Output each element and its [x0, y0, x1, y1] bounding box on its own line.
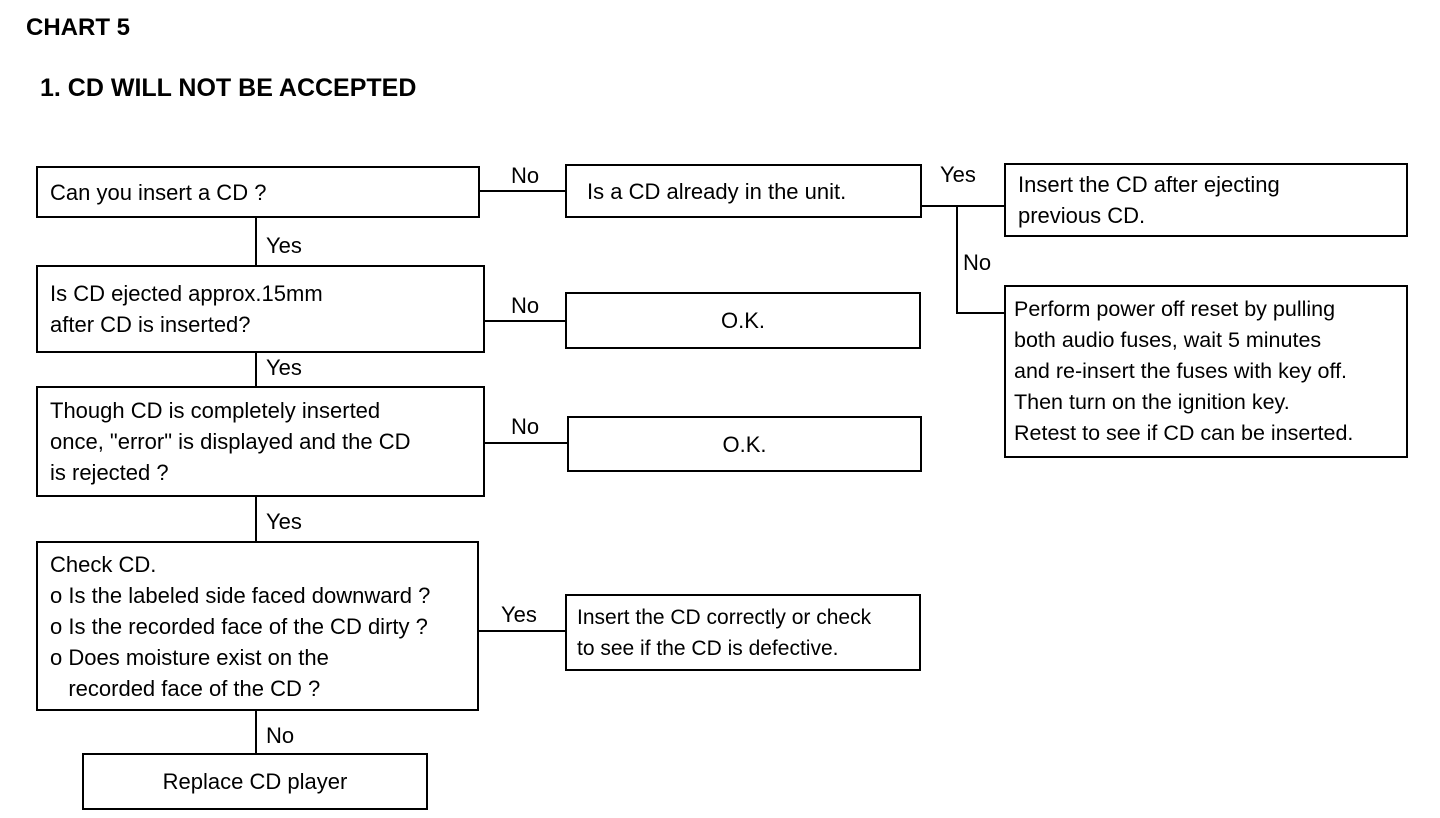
label-ejected-yes: Yes [266, 355, 302, 380]
chart-title: CHART 5 [26, 14, 131, 41]
label-error-no: No [511, 414, 540, 439]
node-check-cd: Check CD. o Is the labeled side faced do… [36, 541, 479, 711]
connector-already-reset [921, 205, 1005, 314]
label-already-yes: Yes [940, 162, 976, 187]
node-power-off-reset: Perform power off reset by pulling both … [1004, 285, 1408, 458]
label-already-no: No [963, 250, 992, 275]
label-ejected-no: No [511, 293, 540, 318]
label-error-yes: Yes [266, 509, 302, 534]
node-insert-after-ejecting: Insert the CD after ejecting previous CD… [1004, 163, 1408, 237]
node-cd-already-in-unit: Is a CD already in the unit. [565, 164, 922, 218]
node-insert-correctly: Insert the CD correctly or check to see … [565, 594, 921, 671]
node-ok-1: O.K. [565, 292, 921, 349]
chart-subtitle: 1. CD WILL NOT BE ACCEPTED [40, 74, 417, 102]
node-cd-ejected-15mm: Is CD ejected approx.15mm after CD is in… [36, 265, 485, 353]
node-can-you-insert: Can you insert a CD ? [36, 166, 480, 218]
label-insert-no: No [511, 163, 540, 188]
node-replace-cd-player: Replace CD player [82, 753, 428, 810]
label-check-yes: Yes [501, 602, 537, 627]
node-error-displayed: Though CD is completely inserted once, "… [36, 386, 485, 497]
label-insert-yes: Yes [266, 233, 302, 258]
node-ok-2: O.K. [567, 416, 922, 472]
label-check-no: No [266, 723, 295, 748]
